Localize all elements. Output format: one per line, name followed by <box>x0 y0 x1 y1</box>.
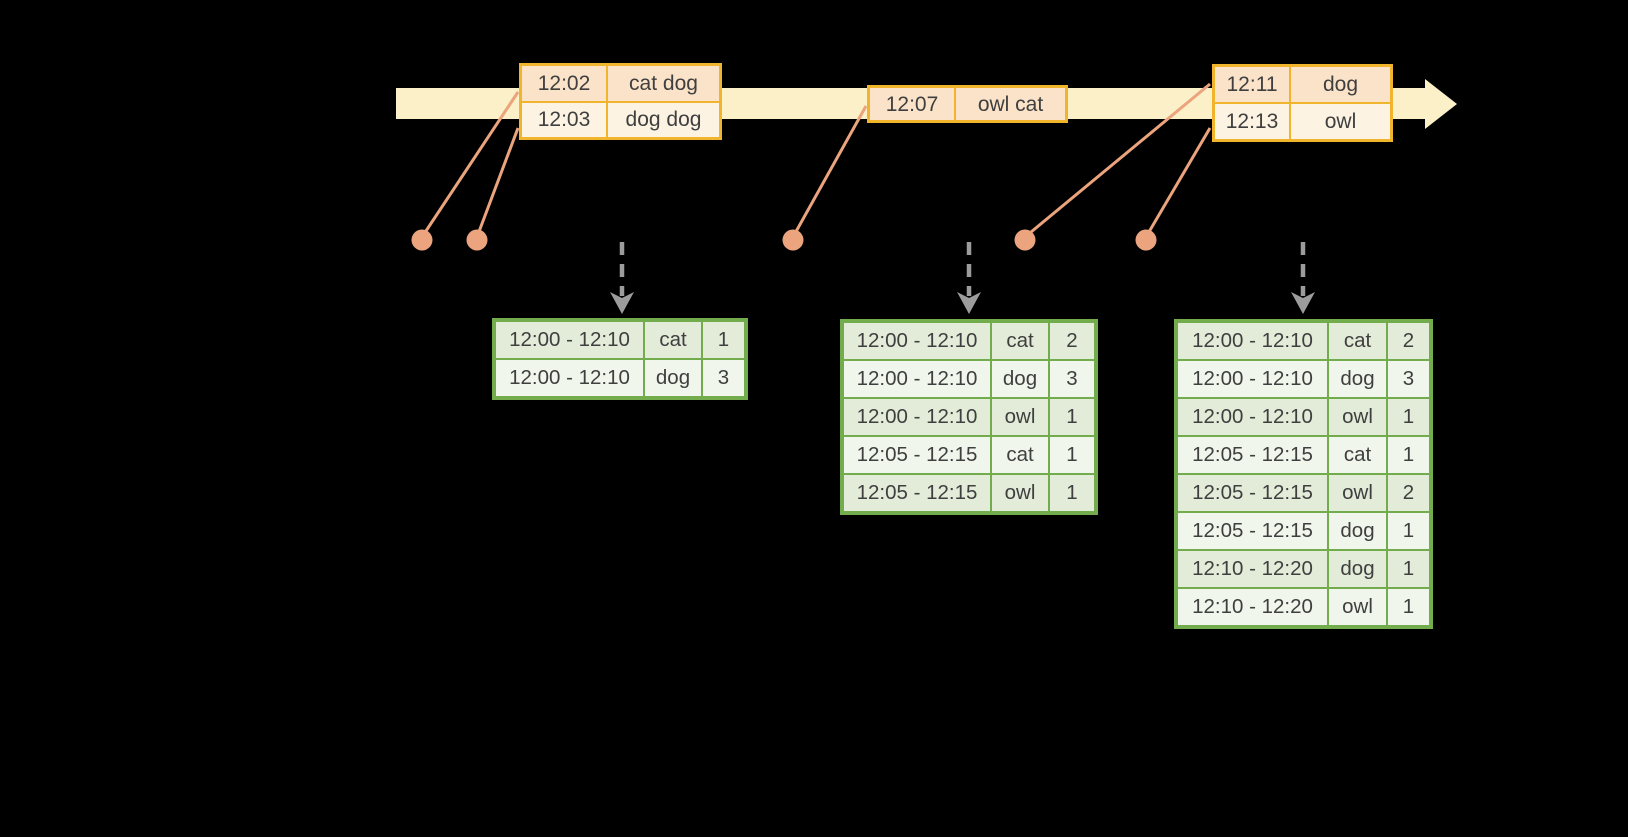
event-marker-icon <box>466 229 488 251</box>
count-cell: 3 <box>703 360 744 396</box>
count-cell: 2 <box>1050 323 1094 359</box>
count-cell: 1 <box>1388 437 1429 473</box>
count-cell: 1 <box>1050 437 1094 473</box>
word-cell: owl <box>1329 475 1386 511</box>
window-cell: 12:00 - 12:10 <box>1178 323 1327 359</box>
event-time-cell: 12:13 <box>1215 104 1289 139</box>
event-words-cell: dog <box>1291 67 1390 102</box>
window-cell: 12:05 - 12:15 <box>1178 475 1327 511</box>
event-time-cell: 12:07 <box>870 88 954 120</box>
word-cell: cat <box>992 437 1048 473</box>
word-cell: dog <box>1329 361 1386 397</box>
event-words-cell: dog dog <box>608 102 719 137</box>
event-words-cell: owl <box>1291 104 1390 139</box>
window-cell: 12:05 - 12:15 <box>844 475 990 511</box>
window-cell: 12:05 - 12:15 <box>1178 437 1327 473</box>
count-cell: 2 <box>1388 475 1429 511</box>
word-cell: owl <box>992 399 1048 435</box>
count-cell: 1 <box>1388 399 1429 435</box>
window-cell: 12:00 - 12:10 <box>844 361 990 397</box>
count-cell: 3 <box>1050 361 1094 397</box>
event-marker-icon <box>1135 229 1157 251</box>
word-cell: dog <box>992 361 1048 397</box>
timeline-arrowhead-icon <box>1425 79 1457 129</box>
down-arrow-icon <box>957 292 981 314</box>
count-cell: 1 <box>1388 513 1429 549</box>
event-connector-line <box>791 105 868 238</box>
window-cell: 12:05 - 12:15 <box>1178 513 1327 549</box>
window-cell: 12:00 - 12:10 <box>844 323 990 359</box>
event-marker-icon <box>782 229 804 251</box>
word-cell: cat <box>992 323 1048 359</box>
window-cell: 12:00 - 12:10 <box>496 322 643 358</box>
event-words-cell: owl cat <box>956 88 1065 120</box>
window-cell: 12:00 - 12:10 <box>1178 361 1327 397</box>
event-time-cell: 12:02 <box>522 66 606 101</box>
window-cell: 12:00 - 12:10 <box>1178 399 1327 435</box>
down-arrow-icon <box>1291 292 1315 314</box>
count-cell: 1 <box>703 322 744 358</box>
count-cell: 1 <box>1050 399 1094 435</box>
window-cell: 12:00 - 12:10 <box>844 399 990 435</box>
window-cell: 12:05 - 12:15 <box>844 437 990 473</box>
event-connector-line <box>420 91 520 238</box>
event-words-cell: cat dog <box>608 66 719 101</box>
event-time-cell: 12:11 <box>1215 67 1289 102</box>
count-cell: 1 <box>1388 551 1429 587</box>
count-cell: 3 <box>1388 361 1429 397</box>
word-cell: dog <box>1329 551 1386 587</box>
event-time-cell: 12:03 <box>522 102 606 137</box>
event-connector-line <box>1024 82 1211 239</box>
event-marker-icon <box>411 229 433 251</box>
word-cell: dog <box>1329 513 1386 549</box>
count-cell: 1 <box>1050 475 1094 511</box>
count-cell: 1 <box>1388 589 1429 625</box>
word-cell: owl <box>992 475 1048 511</box>
count-cell: 2 <box>1388 323 1429 359</box>
event-connector-line <box>475 127 520 238</box>
word-cell: owl <box>1329 399 1386 435</box>
word-cell: cat <box>1329 437 1386 473</box>
word-cell: cat <box>1329 323 1386 359</box>
event-marker-icon <box>1014 229 1036 251</box>
window-cell: 12:00 - 12:10 <box>496 360 643 396</box>
down-arrow-icon <box>610 292 634 314</box>
word-cell: dog <box>645 360 701 396</box>
window-cell: 12:10 - 12:20 <box>1178 589 1327 625</box>
word-cell: owl <box>1329 589 1386 625</box>
window-cell: 12:10 - 12:20 <box>1178 551 1327 587</box>
word-cell: cat <box>645 322 701 358</box>
event-connector-line <box>1144 127 1212 238</box>
